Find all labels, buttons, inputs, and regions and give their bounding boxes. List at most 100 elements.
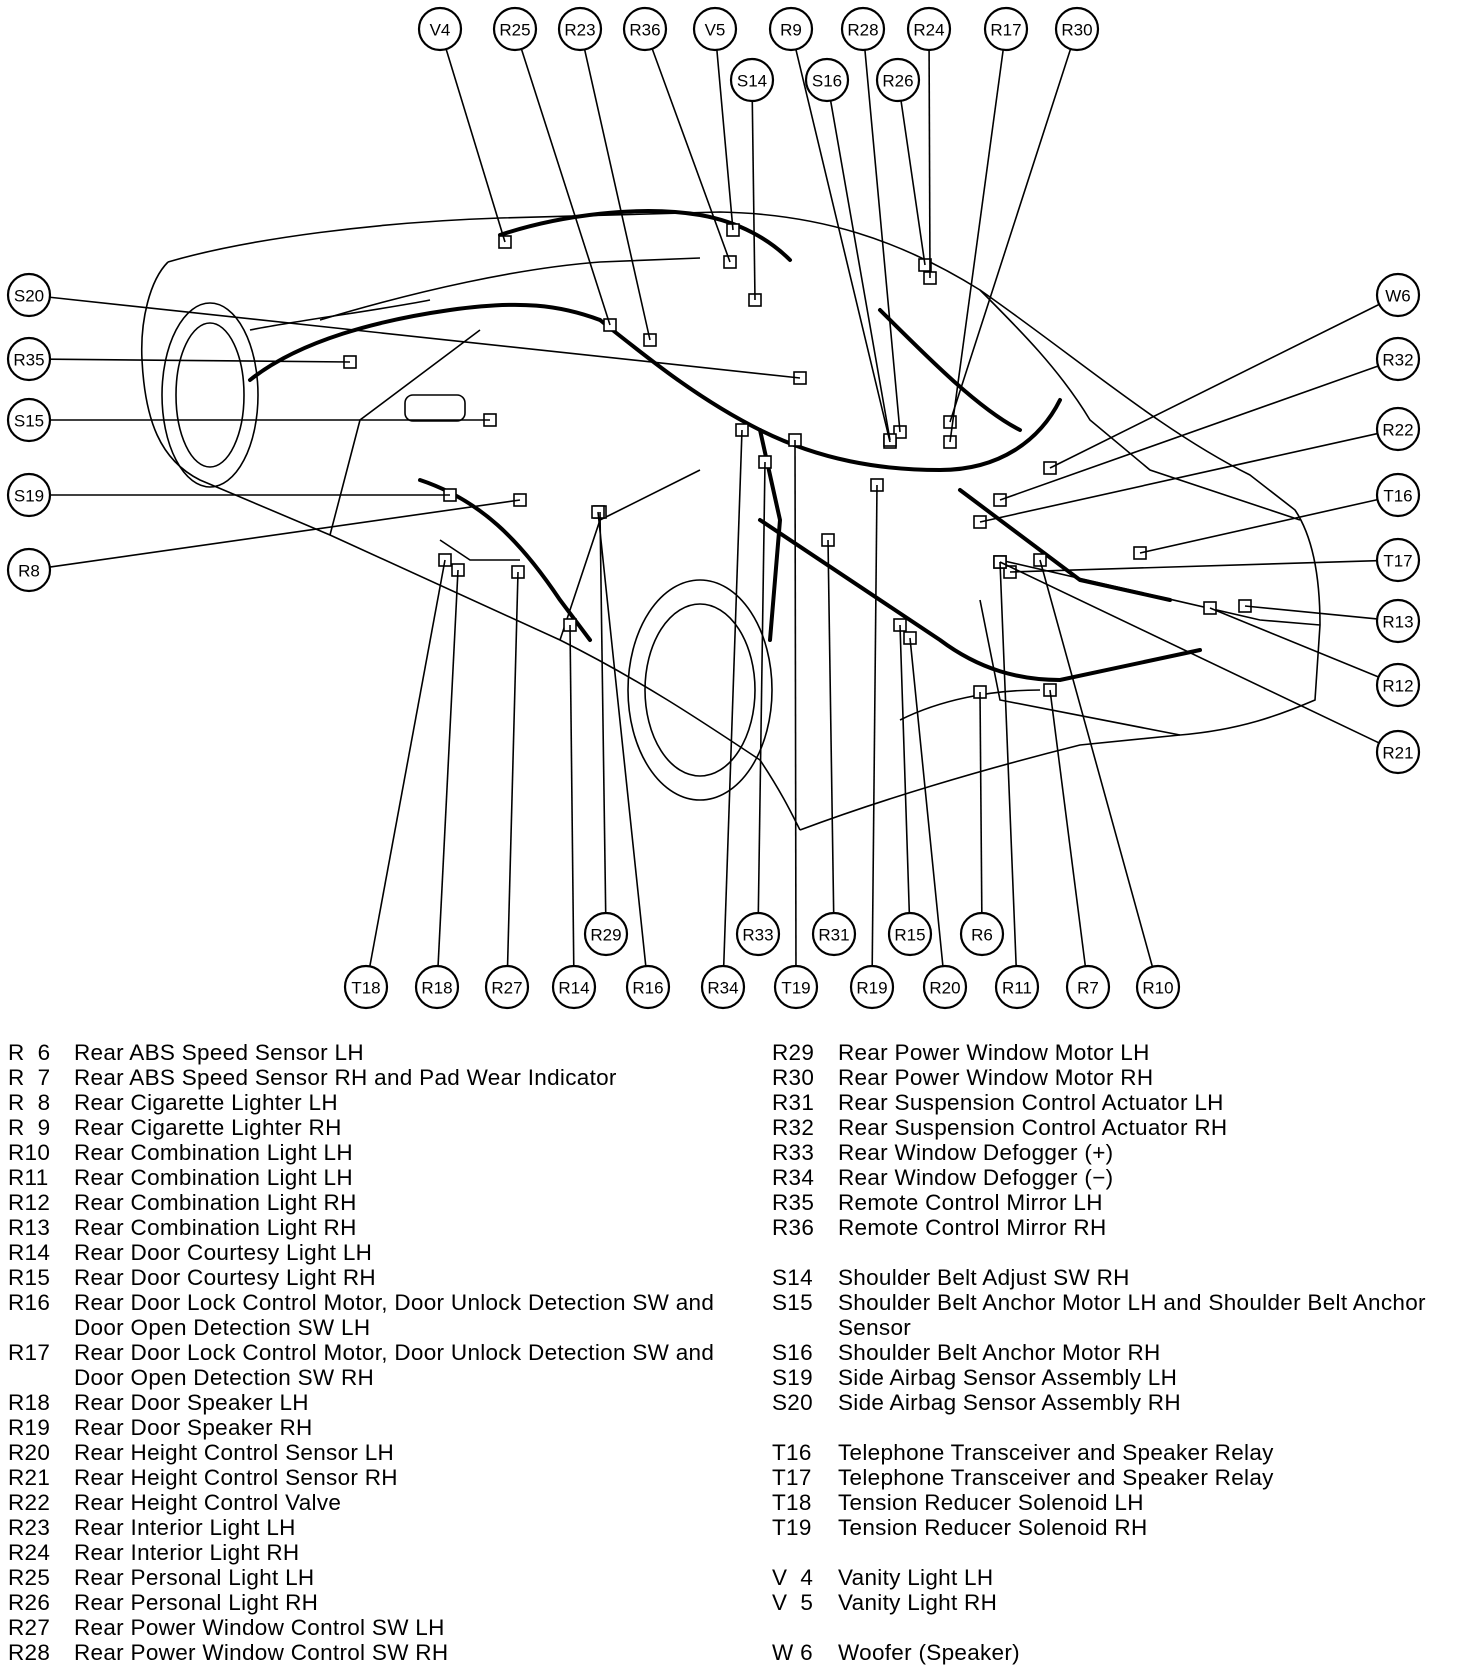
legend-description: Rear Suspension Control Actuator LH <box>838 1090 1224 1115</box>
callout-label: R25 <box>499 21 530 40</box>
leader-s20 <box>49 296 801 379</box>
legend-description: Tension Reducer Solenoid RH <box>838 1515 1148 1540</box>
legend-description: Rear Cigarette Lighter LH <box>74 1090 338 1115</box>
callout-label: R7 <box>1077 979 1099 998</box>
callout-t17: T17 <box>1375 537 1421 583</box>
callout-circle <box>1375 662 1421 708</box>
callout-t16: T16 <box>1375 472 1421 518</box>
leader-r23 <box>583 49 651 341</box>
callout-label: R26 <box>882 72 913 91</box>
leader-t18 <box>369 559 446 967</box>
callout-circle <box>700 964 746 1010</box>
legend-code: R29 <box>772 1040 815 1065</box>
callout-label: R36 <box>629 21 660 40</box>
callout-circle <box>1135 964 1181 1010</box>
leader-r30 <box>949 48 1072 423</box>
legend-description: Rear Combination Light LH <box>74 1140 353 1165</box>
legend-code: R34 <box>772 1165 815 1190</box>
legend-description: Telephone Transceiver and Speaker Relay <box>838 1465 1274 1490</box>
callout-circle <box>343 964 389 1010</box>
callout-label: T17 <box>1383 552 1412 571</box>
legend-code: S15 <box>772 1290 813 1315</box>
legend-description: Rear Height Control Sensor LH <box>74 1440 395 1465</box>
callout-circle <box>811 911 857 957</box>
legend-description: Rear Door Courtesy Light RH <box>74 1265 376 1290</box>
callout-circle <box>1065 964 1111 1010</box>
leader-r10 <box>1039 559 1154 967</box>
legend-entry: R15 Rear Door Courtesy Light RH <box>8 1265 758 1290</box>
leader-r28 <box>864 49 901 433</box>
legend-code: R 6 <box>8 1040 51 1065</box>
legend-code: R18 <box>8 1390 51 1415</box>
callout-label: R14 <box>558 979 589 998</box>
legend-code: T18 <box>772 1490 812 1515</box>
callout-circle <box>994 964 1040 1010</box>
callout-circle <box>1375 537 1421 583</box>
legend-spacer <box>772 1240 1462 1265</box>
legend-description: Rear Power Window Control SW RH <box>74 1640 449 1665</box>
leader-r25 <box>520 48 611 326</box>
legend-code: R10 <box>8 1140 51 1165</box>
callout-circle <box>1375 406 1421 452</box>
leader-r29 <box>599 511 607 914</box>
callout-circle <box>692 6 738 52</box>
legend-code: S19 <box>772 1365 813 1390</box>
leader-r27 <box>506 571 519 967</box>
callout-label: R10 <box>1142 979 1173 998</box>
leader-r8 <box>49 499 521 568</box>
leader-r33 <box>757 461 766 914</box>
legend-description: Rear Interior Light RH <box>74 1540 300 1565</box>
leader-r20 <box>909 637 944 967</box>
callout-label: R8 <box>18 562 40 581</box>
legend-code: R35 <box>772 1190 815 1215</box>
legend-description: Rear Personal Light LH <box>74 1565 315 1590</box>
callout-label: S14 <box>737 72 767 91</box>
legend-code: R24 <box>8 1540 51 1565</box>
callout-label: R33 <box>742 926 773 945</box>
legend-description: Side Airbag Sensor Assembly LH <box>838 1365 1178 1390</box>
callout-circle <box>557 6 603 52</box>
callout-label: S19 <box>14 487 44 506</box>
legend-code: V 4 <box>772 1565 814 1590</box>
callout-label: R15 <box>894 926 925 945</box>
callout-circle <box>1375 336 1421 382</box>
leader-r14 <box>569 624 575 967</box>
callout-label: W6 <box>1385 287 1411 306</box>
legend-code: S20 <box>772 1390 813 1415</box>
callout-circle <box>1375 598 1421 644</box>
callout-label: R19 <box>856 979 887 998</box>
callout-r21: R21 <box>1375 729 1421 775</box>
callout-circle <box>6 272 52 318</box>
callout-r18: R18 <box>414 964 460 1010</box>
callout-r25: R25 <box>492 6 538 52</box>
callout-label: V5 <box>705 21 726 40</box>
legend-code: R32 <box>772 1115 815 1140</box>
callout-circle <box>906 6 952 52</box>
callout-r29: R29 <box>583 911 629 957</box>
callout-circle <box>983 6 1029 52</box>
callout-circle <box>625 964 671 1010</box>
legend-code: R11 <box>8 1165 49 1190</box>
legend-code: R22 <box>8 1490 51 1515</box>
legend-code: S14 <box>772 1265 813 1290</box>
callout-label: R31 <box>818 926 849 945</box>
legend-code: R15 <box>8 1265 51 1290</box>
callout-label: R23 <box>564 21 595 40</box>
